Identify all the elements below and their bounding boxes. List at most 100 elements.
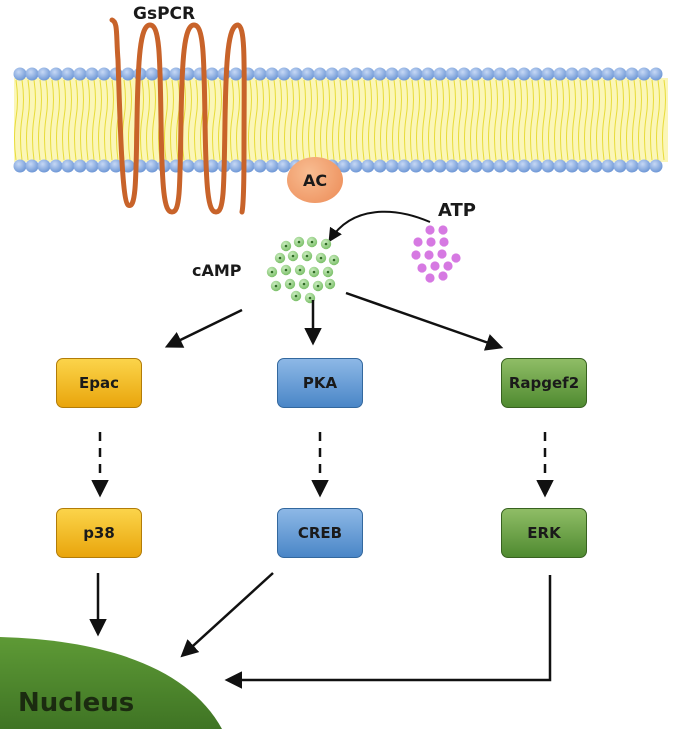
lipid-head	[73, 67, 87, 81]
lipid-head	[97, 67, 111, 81]
lipid-tail	[434, 79, 438, 161]
lipid-tail	[296, 79, 300, 161]
lipid-head	[649, 67, 663, 81]
arrow-creb-to-nucleus	[180, 572, 274, 658]
camp-molecule-core	[284, 244, 288, 248]
pka-node: PKA	[277, 358, 363, 408]
lipid-tail	[260, 79, 264, 161]
lipid-tail	[20, 79, 24, 161]
camp-molecule-core	[297, 240, 301, 244]
lipid-head	[613, 67, 627, 81]
atp-molecule	[437, 249, 447, 259]
lipid-tail	[626, 79, 630, 161]
lipid-head	[361, 159, 375, 173]
lipid-tail	[236, 79, 240, 161]
erk-label: ERK	[527, 524, 561, 542]
lipid-tail	[362, 79, 366, 161]
lipid-head	[181, 159, 195, 173]
lipid-tail	[650, 79, 654, 161]
lipid-tail	[266, 79, 270, 161]
lipid-tail	[566, 79, 570, 161]
lipid-tail	[230, 79, 234, 161]
lipid-tail	[476, 79, 480, 161]
lipid-tail	[218, 79, 222, 161]
rapgef2-label: Rapgef2	[508, 374, 580, 392]
atp-molecule	[424, 250, 434, 260]
gspcr-receptor-icon	[109, 17, 247, 215]
lipid-head	[265, 67, 279, 81]
lipid-tail	[380, 79, 384, 161]
nucleus-label: Nucleus	[18, 688, 135, 718]
lipid-tail	[14, 79, 18, 161]
lipid-head	[361, 67, 375, 81]
lipid-tail	[152, 79, 156, 161]
lipid-head	[601, 159, 615, 173]
camp-molecule-core	[284, 268, 288, 272]
lipid-head	[445, 159, 459, 173]
lipid-head	[277, 67, 291, 81]
lipid-tail	[602, 79, 606, 161]
lipid-head	[253, 159, 267, 173]
lipid-tail	[584, 79, 588, 161]
p38-node: p38	[56, 508, 142, 558]
gspcr-label: GsPCR	[133, 4, 196, 24]
lipid-tail	[308, 79, 312, 161]
lipid-head	[373, 67, 387, 81]
lipid-tail	[44, 79, 48, 161]
lipid-tail	[332, 79, 336, 161]
lipid-tail	[404, 79, 408, 161]
lipid-head	[229, 67, 243, 81]
atp-molecule	[425, 225, 435, 235]
lipid-head	[49, 67, 63, 81]
atp-molecules-icon	[411, 225, 461, 283]
lipid-tail	[494, 79, 498, 161]
camp-molecule-core	[305, 254, 309, 258]
lipid-tail	[80, 79, 84, 161]
atp-molecule	[451, 253, 461, 263]
lipid-tail	[428, 79, 432, 161]
lipid-head	[37, 159, 51, 173]
lipid-tail	[164, 79, 168, 161]
lipid-tail	[26, 79, 30, 161]
lipid-head	[637, 67, 651, 81]
lipid-head	[349, 159, 363, 173]
lipid-head	[577, 159, 591, 173]
lipid-tail	[212, 79, 216, 161]
lipid-tail	[500, 79, 504, 161]
camp-molecule-core	[288, 282, 292, 286]
lipid-head	[253, 67, 267, 81]
lipid-tail	[644, 79, 648, 161]
lipid-head	[397, 159, 411, 173]
atp-molecule	[430, 261, 440, 271]
lipid-tail	[104, 79, 108, 161]
camp-molecule-core	[278, 256, 282, 260]
lipid-head	[481, 67, 495, 81]
erk-node: ERK	[501, 508, 587, 558]
lipid-head	[517, 67, 531, 81]
lipid-tail	[86, 79, 90, 161]
lipid-tail	[350, 79, 354, 161]
atp-molecule	[413, 237, 423, 247]
lipid-tail	[572, 79, 576, 161]
atp-molecule	[439, 237, 449, 247]
atp-molecule	[417, 263, 427, 273]
arrow-camp-to-rapgef2	[345, 291, 504, 351]
lipid-tail	[320, 79, 324, 161]
lipid-head	[589, 159, 603, 173]
lipid-head	[433, 159, 447, 173]
lipid-tail	[410, 79, 414, 161]
lipid-tail	[368, 79, 372, 161]
atp-molecule	[411, 250, 421, 260]
lipid-head	[505, 159, 519, 173]
lipid-tail	[416, 79, 420, 161]
lipid-head	[109, 159, 123, 173]
lipid-head	[385, 159, 399, 173]
lipid-tail	[470, 79, 474, 161]
lipid-head	[637, 159, 651, 173]
lipid-tail	[578, 79, 582, 161]
lipid-head	[529, 67, 543, 81]
lipid-head	[553, 67, 567, 81]
atp-label: ATP	[438, 200, 477, 221]
